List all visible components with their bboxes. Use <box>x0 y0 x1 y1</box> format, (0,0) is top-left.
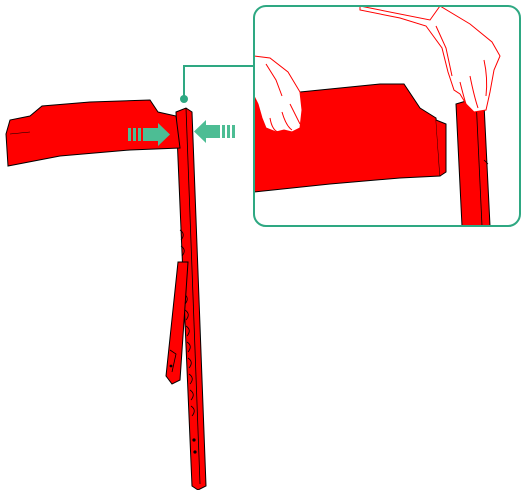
zoom-callout-icon <box>253 5 521 227</box>
backrest-panel <box>5 99 181 167</box>
zoom-callout-leader <box>180 65 254 103</box>
hand-icon-right <box>359 6 501 113</box>
rear-leg <box>165 261 189 385</box>
hand-icon <box>254 55 303 133</box>
zoom-detail <box>253 5 521 227</box>
push-arrow-left-icon <box>194 120 235 143</box>
push-arrow-right-icon <box>128 123 170 146</box>
